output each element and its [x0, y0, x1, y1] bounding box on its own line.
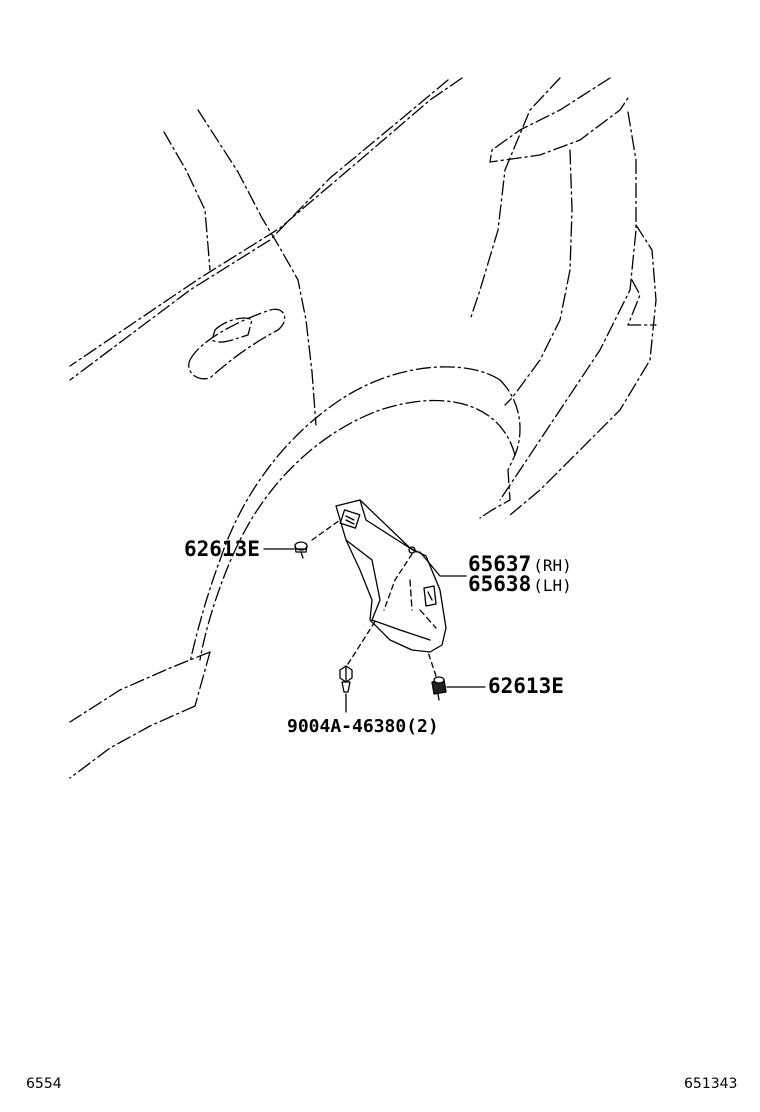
wheel-arch-outer — [189, 366, 501, 663]
installation-lines — [311, 519, 437, 677]
vehicle-body-outline — [69, 77, 657, 779]
liner-lh-side: (LH) — [533, 576, 572, 595]
footer-left-code: 6554 — [26, 1076, 62, 1092]
tab-mark — [427, 591, 433, 601]
tab-slot — [345, 515, 355, 525]
callout-liner-rh: 65637(RH) — [468, 554, 572, 576]
rocker-lower — [69, 705, 196, 779]
liner-lh-number: 65638 — [468, 572, 532, 596]
bumper-line-1 — [499, 111, 637, 501]
bumper-notch — [627, 279, 657, 326]
callout-clip-lower: 62613E — [488, 674, 564, 698]
hidden-line-2 — [419, 609, 437, 629]
mount-tab-lower — [423, 585, 437, 607]
mudguard-part — [335, 499, 447, 653]
mudguard-upper-flange — [359, 499, 417, 553]
liner-rh-number: 65637 — [468, 552, 532, 576]
hidden-line-1 — [409, 579, 413, 611]
door-edge-rear — [197, 109, 317, 426]
beltline-lower — [69, 79, 449, 381]
beltline-upper — [69, 77, 463, 367]
clip-seat — [408, 546, 416, 554]
arch-flare — [479, 379, 521, 519]
callout-clip-upper: 62613E — [184, 537, 260, 561]
leader-lines — [263, 548, 486, 713]
leader-liner — [419, 551, 467, 577]
quarter-line — [469, 77, 561, 321]
door-handle — [188, 308, 286, 380]
rocker-end — [194, 651, 211, 707]
tail-contour — [489, 77, 631, 163]
callout-screw: 9004A-46380(2) — [287, 716, 439, 737]
screw-icon — [339, 665, 353, 693]
mount-tab-upper — [339, 509, 361, 529]
callout-liner-lh: 65638(LH) — [468, 574, 572, 596]
clip-upper-icon — [294, 541, 308, 559]
liner-rh-side: (RH) — [533, 556, 572, 575]
mudguard-rib — [371, 619, 431, 641]
clip-lower-icon — [431, 676, 447, 701]
fender-contour — [504, 149, 573, 406]
footer-right-code: 651343 — [684, 1076, 738, 1092]
wheel-arch-inner — [199, 399, 516, 661]
bumper-line-2 — [509, 224, 657, 516]
rocker-upper — [69, 651, 211, 723]
mudguard-inner-edge — [345, 539, 381, 621]
door-edge-front — [163, 131, 211, 271]
